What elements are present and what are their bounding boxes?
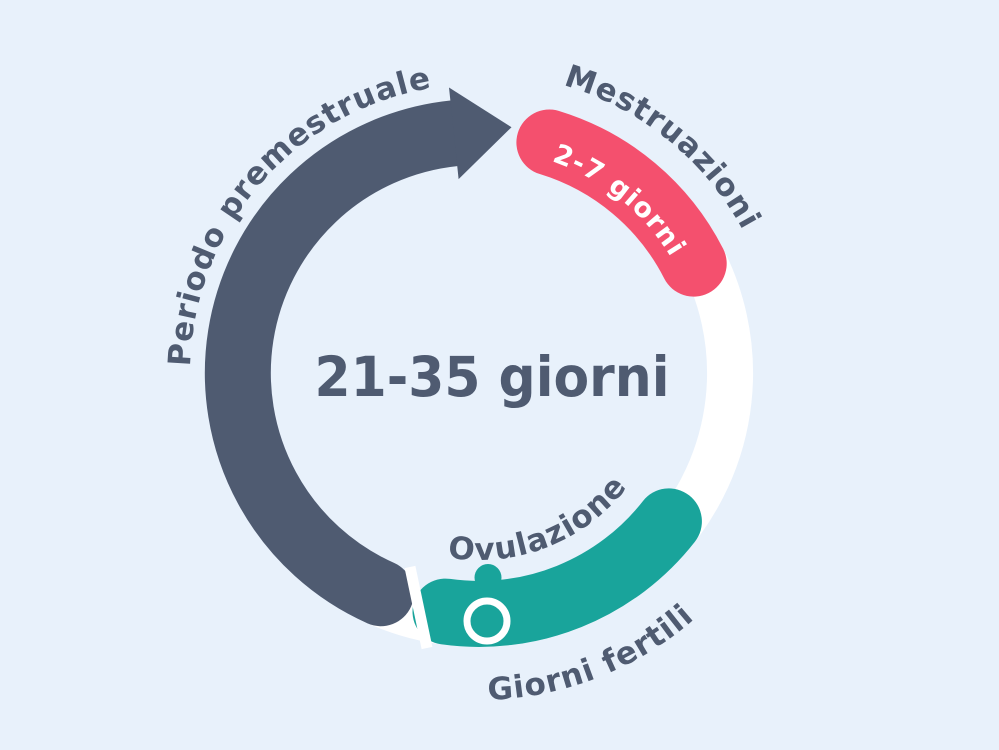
ovulation-egg-dot bbox=[474, 564, 502, 591]
menstruation-arc bbox=[516, 109, 727, 297]
cycle-length-label: 21-35 giorni bbox=[315, 345, 670, 409]
segment-gap bbox=[404, 565, 433, 650]
premenstrual-arc bbox=[204, 100, 487, 627]
ovulation-egg-ring bbox=[463, 597, 511, 645]
premenstrual-arrowhead-icon bbox=[449, 87, 512, 180]
ovulation-icon bbox=[463, 564, 511, 645]
fertile-days-arc bbox=[412, 488, 702, 647]
